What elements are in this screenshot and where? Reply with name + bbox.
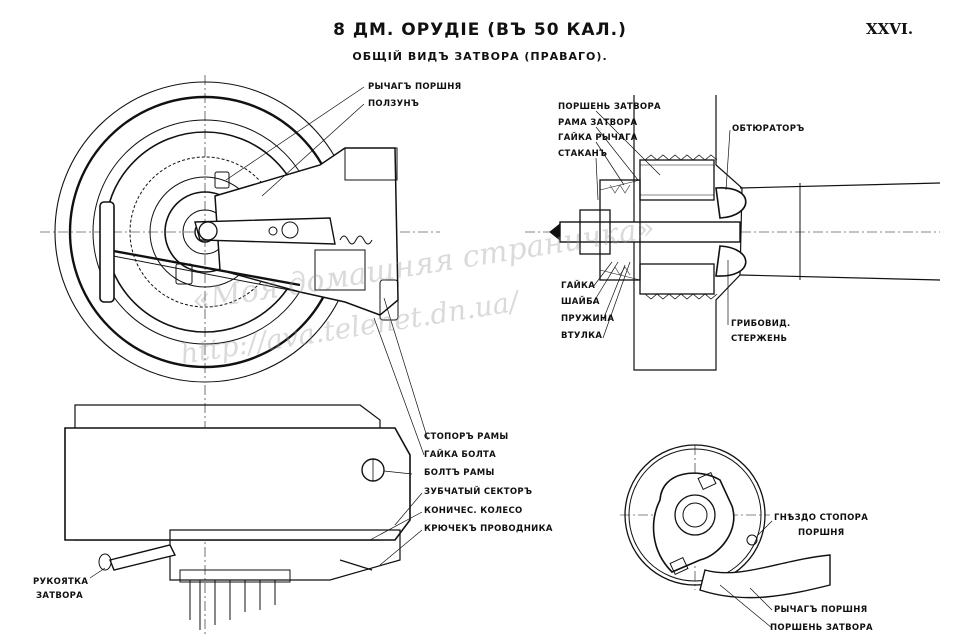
label-gaika-rychaga: ГАЙКА РЫЧАГА (558, 133, 638, 143)
page-title: 8 ДМ. ОРУДІЕ (ВЪ 50 КАЛ.) (333, 20, 627, 40)
label-vtulka: ВТУЛКА (561, 331, 603, 341)
label-shaiba: ШАЙБА (561, 297, 600, 307)
label-gaika-bolta: ГАЙКА БОЛТА (424, 450, 497, 460)
label-gribovid-2: СТЕРЖЕНЬ (731, 334, 788, 344)
plate-number: XXVI. (866, 20, 914, 38)
top-view (64, 385, 423, 635)
label-gribovid-1: ГРИБОВИД. (731, 319, 791, 329)
label-polzun: ПОЛЗУНЪ (368, 99, 420, 109)
label-porshen-zatvora-top: ПОРШЕНЬ ЗАТВОРА (558, 102, 661, 112)
label-gnezdo-2: ПОРШНЯ (798, 528, 845, 538)
label-stopor-ramy: СТОПОРЪ РАМЫ (424, 432, 509, 442)
label-rukoyatka-2: ЗАТВОРА (36, 591, 84, 601)
label-rychag-porshnya-bottom: РЫЧАГЪ ПОРШНЯ (774, 605, 868, 615)
label-gaika: ГАЙКА (561, 281, 596, 291)
page-subtitle: ОБЩІЙ ВИДЪ ЗАТВОРА (ПРАВАГО). (352, 50, 608, 63)
label-obturator: ОБТЮРАТОРЪ (732, 124, 805, 134)
label-rukoyatka-1: РУКОЯТКА (33, 577, 89, 587)
label-gnezdo-1: ГНѢЗДО СТОПОРА (774, 513, 869, 523)
label-stakan: СТАКАНЪ (558, 149, 608, 159)
label-porshen-zatvora-bottom: ПОРШЕНЬ ЗАТВОРА (770, 623, 873, 633)
label-rychag-porshnya-top: РЫЧАГЪ ПОРШНЯ (368, 82, 462, 92)
section-view (525, 95, 941, 371)
rear-view (620, 444, 831, 629)
label-bolt-ramy: БОЛТЪ РАМЫ (424, 468, 495, 478)
front-view (40, 75, 440, 456)
label-zubchaty-sektor: ЗУБЧАТЫЙ СЕКТОРЪ (424, 487, 533, 497)
label-rama-zatvora: РАМА ЗАТВОРА (558, 118, 638, 128)
label-kryuchek: КРЮЧЕКЪ ПРОВОДНИКА (424, 524, 553, 534)
label-konich-koleso: КОНИЧЕС. КОЛЕСО (424, 506, 523, 516)
label-pruzhina: ПРУЖИНА (561, 314, 615, 324)
